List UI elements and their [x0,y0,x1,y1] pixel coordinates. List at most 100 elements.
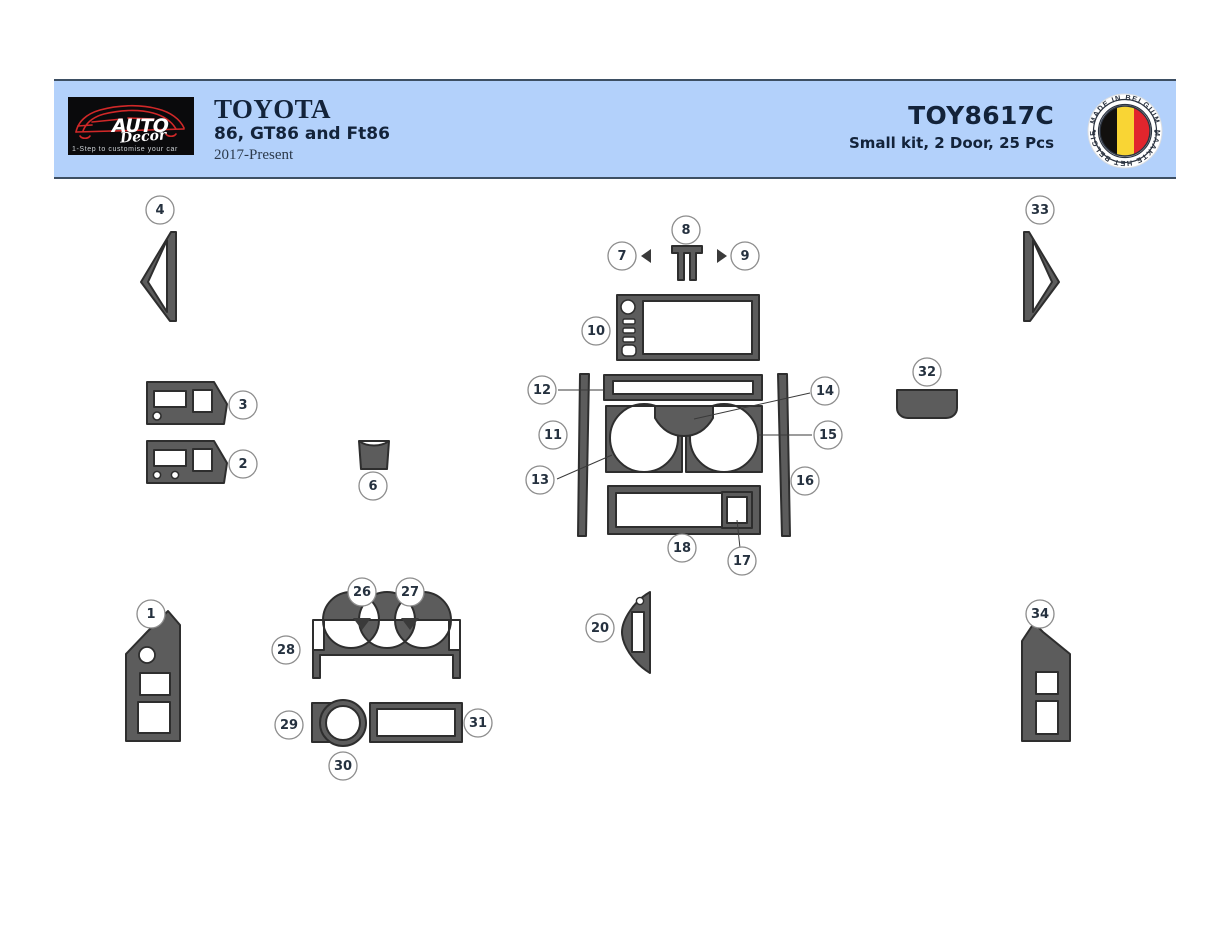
auto-decor-logo: AUTO Decor 1-Step to customise your car [68,97,194,155]
callout-number-31: 31 [469,716,487,731]
callout-number-6: 6 [368,479,377,494]
callout-number-1: 1 [146,607,155,622]
callout-number-34: 34 [1031,607,1049,622]
part-2-switch-hole-left [152,470,162,480]
callout-3[interactable]: 3 [228,390,258,420]
callout-circle-29 [274,710,304,740]
vehicle-make: TOYOTA [214,94,331,124]
part-6-small-tab-trim [358,440,390,470]
callout-10[interactable]: 10 [581,316,611,346]
callout-number-30: 30 [334,759,352,774]
callout-15[interactable]: 15 [813,420,843,450]
callout-number-16: 16 [796,474,814,489]
callout-7[interactable]: 7 [607,241,637,271]
part-28-instrument-cluster-bezel [312,591,461,679]
callout-circle-4 [145,195,175,225]
callout-circle-15 [813,420,843,450]
logo-auto-word: AUTO [112,115,169,137]
callout-circle-34 [1025,599,1055,629]
callout-11[interactable]: 11 [538,420,568,450]
callout-17[interactable]: 17 [727,546,757,576]
part-10-button-cutout-2 [622,327,636,334]
vehicle-years: 2017-Present [214,147,294,164]
part-3-switch-hole [152,411,162,421]
callout-circle-9 [730,241,760,271]
part-17-console-small-button-frame [721,491,753,529]
part-1-mirror-switch-hole [138,646,156,664]
kit-identity: TOY8617C Small kit, 2 Door, 25 Pcs [849,101,1054,155]
part-1-driver-door-switch-panel [125,610,181,742]
callout-1[interactable]: 1 [136,599,166,629]
part-20-console-side-crescent-trim [621,591,651,674]
callout-circle-11 [538,420,568,450]
logo-tagline: 1-Step to customise your car [72,146,178,153]
callout-2[interactable]: 2 [228,449,258,479]
part-10-button-cutout-1 [622,318,636,325]
callout-8[interactable]: 8 [671,215,701,245]
callout-number-4: 4 [155,203,164,218]
callout-32[interactable]: 32 [912,357,942,387]
pointer-triangle-26 [353,618,371,630]
callout-circle-7 [607,241,637,271]
callout-number-14: 14 [816,384,834,399]
callout-4[interactable]: 4 [145,195,175,225]
callout-circle-8 [671,215,701,245]
callout-number-7: 7 [617,249,626,264]
callout-circle-16 [790,466,820,496]
part-4-left-a-pillar-trim [140,231,177,322]
callout-number-26: 26 [353,585,371,600]
part-10-lower-cutout [621,344,637,357]
part-16-right-console-side-strip [777,373,791,537]
callout-6[interactable]: 6 [358,471,388,501]
callout-27[interactable]: 27 [395,577,425,607]
callout-number-13: 13 [531,473,549,488]
callout-circle-1 [136,599,166,629]
callout-circle-26 [347,577,377,607]
callout-18[interactable]: 18 [667,533,697,563]
part-11-left-console-side-strip [577,373,590,537]
leader-17 [736,519,741,549]
callout-circle-20 [585,613,615,643]
callout-number-11: 11 [544,428,562,443]
part-12-climate-control-frame [603,374,763,401]
leader-13 [556,454,613,480]
callout-circle-10 [581,316,611,346]
callout-9[interactable]: 9 [730,241,760,271]
callout-number-20: 20 [591,621,609,636]
part-29-lower-panel-left-bracket [311,702,332,743]
callout-circle-6 [358,471,388,501]
logo-decor-word: Decor [119,127,167,147]
part-3-door-handle-trim-upper [146,381,228,425]
callout-34[interactable]: 34 [1025,599,1055,629]
made-in-belgium-badge: MADE IN BELGIUM MAAKTE HET BELGIE [1087,93,1163,169]
callout-number-33: 33 [1031,203,1049,218]
callout-number-3: 3 [238,398,247,413]
callout-28[interactable]: 28 [271,635,301,665]
pointer-triangle-7 [641,249,651,263]
callout-number-27: 27 [401,585,419,600]
callout-12[interactable]: 12 [527,375,557,405]
part-14-cupholder-center-divider [654,405,714,437]
callout-20[interactable]: 20 [585,613,615,643]
pointer-triangle-27 [401,618,419,630]
callout-circle-3 [228,390,258,420]
callout-circle-13 [525,465,555,495]
callout-circle-28 [271,635,301,665]
callout-circle-14 [810,376,840,406]
callout-13[interactable]: 13 [525,465,555,495]
callout-26[interactable]: 26 [347,577,377,607]
callout-31[interactable]: 31 [463,708,493,738]
callout-30[interactable]: 30 [328,751,358,781]
kit-code: TOY8617C [908,101,1054,130]
callout-number-32: 32 [918,365,936,380]
callout-33[interactable]: 33 [1025,195,1055,225]
callout-number-10: 10 [587,324,605,339]
callout-14[interactable]: 14 [810,376,840,406]
callout-16[interactable]: 16 [790,466,820,496]
callout-circle-17 [727,546,757,576]
callout-number-12: 12 [533,383,551,398]
callout-circle-27 [395,577,425,607]
callout-number-8: 8 [681,223,690,238]
callout-29[interactable]: 29 [274,710,304,740]
